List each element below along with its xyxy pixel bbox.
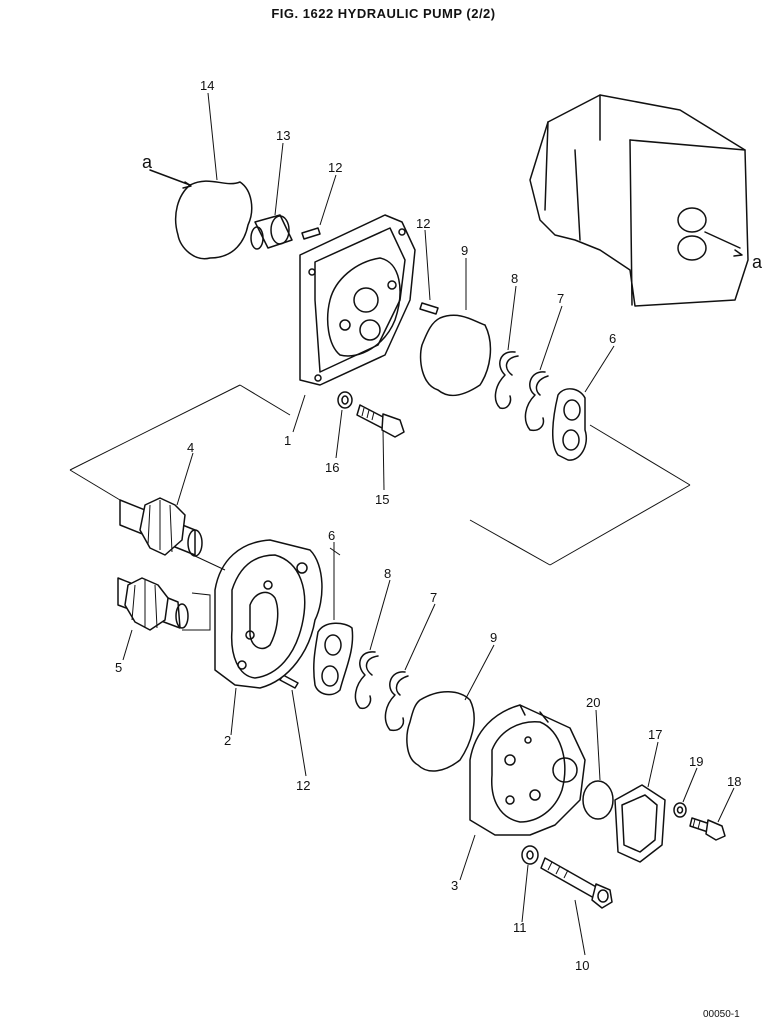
label-part-17: 17 [648,727,662,742]
label-part-7-b: 7 [430,590,437,605]
label-ref-a-left: a [142,152,153,172]
label-part-8-b: 8 [384,566,391,581]
label-part-11: 11 [513,920,527,935]
label-part-18: 18 [727,774,741,789]
part-7-seal-upper [524,371,549,432]
label-part-7-a: 7 [557,291,564,306]
label-part-19: 19 [689,754,703,769]
part-17-cover [614,784,666,863]
part-18-bolt [689,817,726,841]
label-part-15: 15 [375,492,389,507]
part-16-washer [337,391,353,409]
label-part-1: 1 [284,433,291,448]
part-5-driven-gear [117,577,189,631]
label-part-13: 13 [276,128,290,143]
part-6-plate-upper [552,388,587,461]
part-19-washer [673,802,687,818]
label-part-3: 3 [451,878,458,893]
part-13-bushing [250,214,293,250]
part-7-seal-lower [384,671,409,732]
part-11-washer [521,845,539,865]
part-8-backup-ring-upper [494,351,519,410]
part-9-oring-lower [406,691,475,772]
label-part-12-b: 12 [416,216,430,231]
part-10-bolt [540,857,613,909]
label-ref-a-right: a [752,252,763,272]
part-14-gasket [149,169,253,260]
part-15-bolt [356,404,405,438]
label-part-14: 14 [200,78,214,93]
part-8-backup-ring-lower [354,651,379,710]
figure-title: FIG. 1622 HYDRAULIC PUMP (2/2) [271,6,496,21]
pump-body [529,94,749,307]
part-4-drive-gear [119,497,203,557]
label-part-20: 20 [586,695,600,710]
label-part-8-a: 8 [511,271,518,286]
part-6-plate-lower [313,622,354,696]
label-part-16: 16 [325,460,339,475]
part-3-end-cover [469,704,586,836]
label-part-6-a: 6 [609,331,616,346]
label-part-12-a: 12 [328,160,342,175]
label-part-6-b: 6 [328,528,335,543]
label-part-10: 10 [575,958,589,973]
part-20-oring [582,780,614,820]
label-part-5: 5 [115,660,122,675]
part-2-gear-housing [214,539,323,689]
assembly-leader-lines [69,384,691,631]
label-part-9-a: 9 [461,243,468,258]
part-labels: 14 13 12 12 9 8 7 6 1 16 15 4 5 2 6 12 8… [115,78,763,973]
label-part-4: 4 [187,440,194,455]
drawing-number: 00050-1 [703,1009,740,1020]
label-part-9-b: 9 [490,630,497,645]
part-1-cover-plate [299,214,416,386]
label-part-2: 2 [224,733,231,748]
part-9-oring-upper [419,314,492,397]
callout-leaders [122,92,735,956]
part-12-pins [279,227,439,689]
label-part-12-c: 12 [296,778,310,793]
